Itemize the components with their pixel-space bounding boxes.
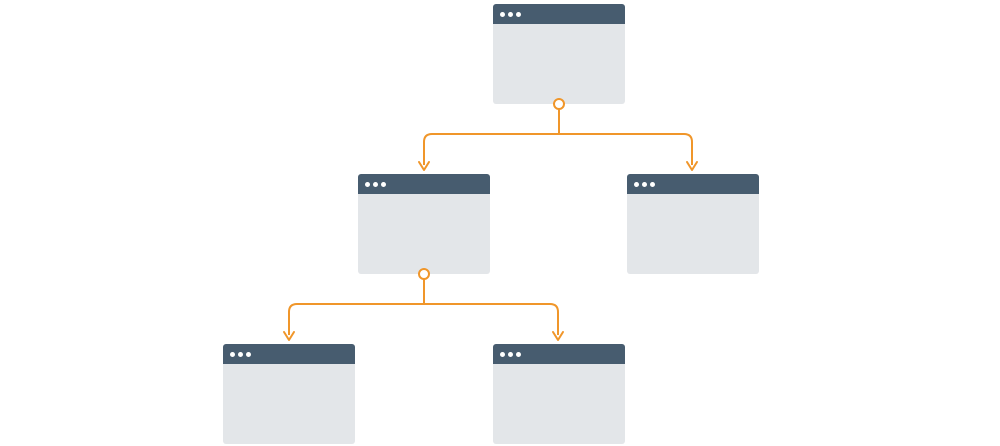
window-titlebar bbox=[627, 174, 759, 194]
window-titlebar bbox=[223, 344, 355, 364]
window-dot-icon bbox=[508, 351, 513, 357]
window-body bbox=[223, 364, 355, 444]
arrowhead-icon bbox=[686, 161, 698, 171]
window-titlebar bbox=[358, 174, 490, 194]
window-body bbox=[627, 194, 759, 274]
window-root bbox=[493, 4, 625, 104]
window-dot-icon bbox=[230, 351, 235, 357]
arrowhead-icon bbox=[283, 331, 295, 341]
window-dot-icon bbox=[516, 351, 521, 357]
window-mid-right bbox=[627, 174, 759, 274]
window-body bbox=[493, 24, 625, 104]
arrowhead-icon bbox=[418, 161, 430, 171]
window-mid-left bbox=[358, 174, 490, 274]
arrowhead-icon bbox=[552, 331, 564, 341]
window-dot-icon bbox=[373, 181, 378, 187]
connector-line bbox=[288, 279, 559, 335]
window-dot-icon bbox=[642, 181, 647, 187]
window-dot-icon bbox=[508, 11, 513, 17]
window-body bbox=[358, 194, 490, 274]
connector-root-children bbox=[418, 98, 698, 171]
window-dot-icon bbox=[365, 181, 370, 187]
window-dot-icon bbox=[634, 181, 639, 187]
window-dot-icon bbox=[381, 181, 386, 187]
window-titlebar bbox=[493, 4, 625, 24]
connector-line bbox=[423, 109, 693, 165]
window-bottom-right bbox=[493, 344, 625, 444]
window-dot-icon bbox=[650, 181, 655, 187]
window-dot-icon bbox=[516, 11, 521, 17]
window-body bbox=[493, 364, 625, 444]
window-dot-icon bbox=[246, 351, 251, 357]
connector-midleft-children bbox=[283, 268, 564, 341]
window-bottom-left bbox=[223, 344, 355, 444]
window-titlebar bbox=[493, 344, 625, 364]
window-dot-icon bbox=[500, 11, 505, 17]
window-dot-icon bbox=[238, 351, 243, 357]
window-dot-icon bbox=[500, 351, 505, 357]
